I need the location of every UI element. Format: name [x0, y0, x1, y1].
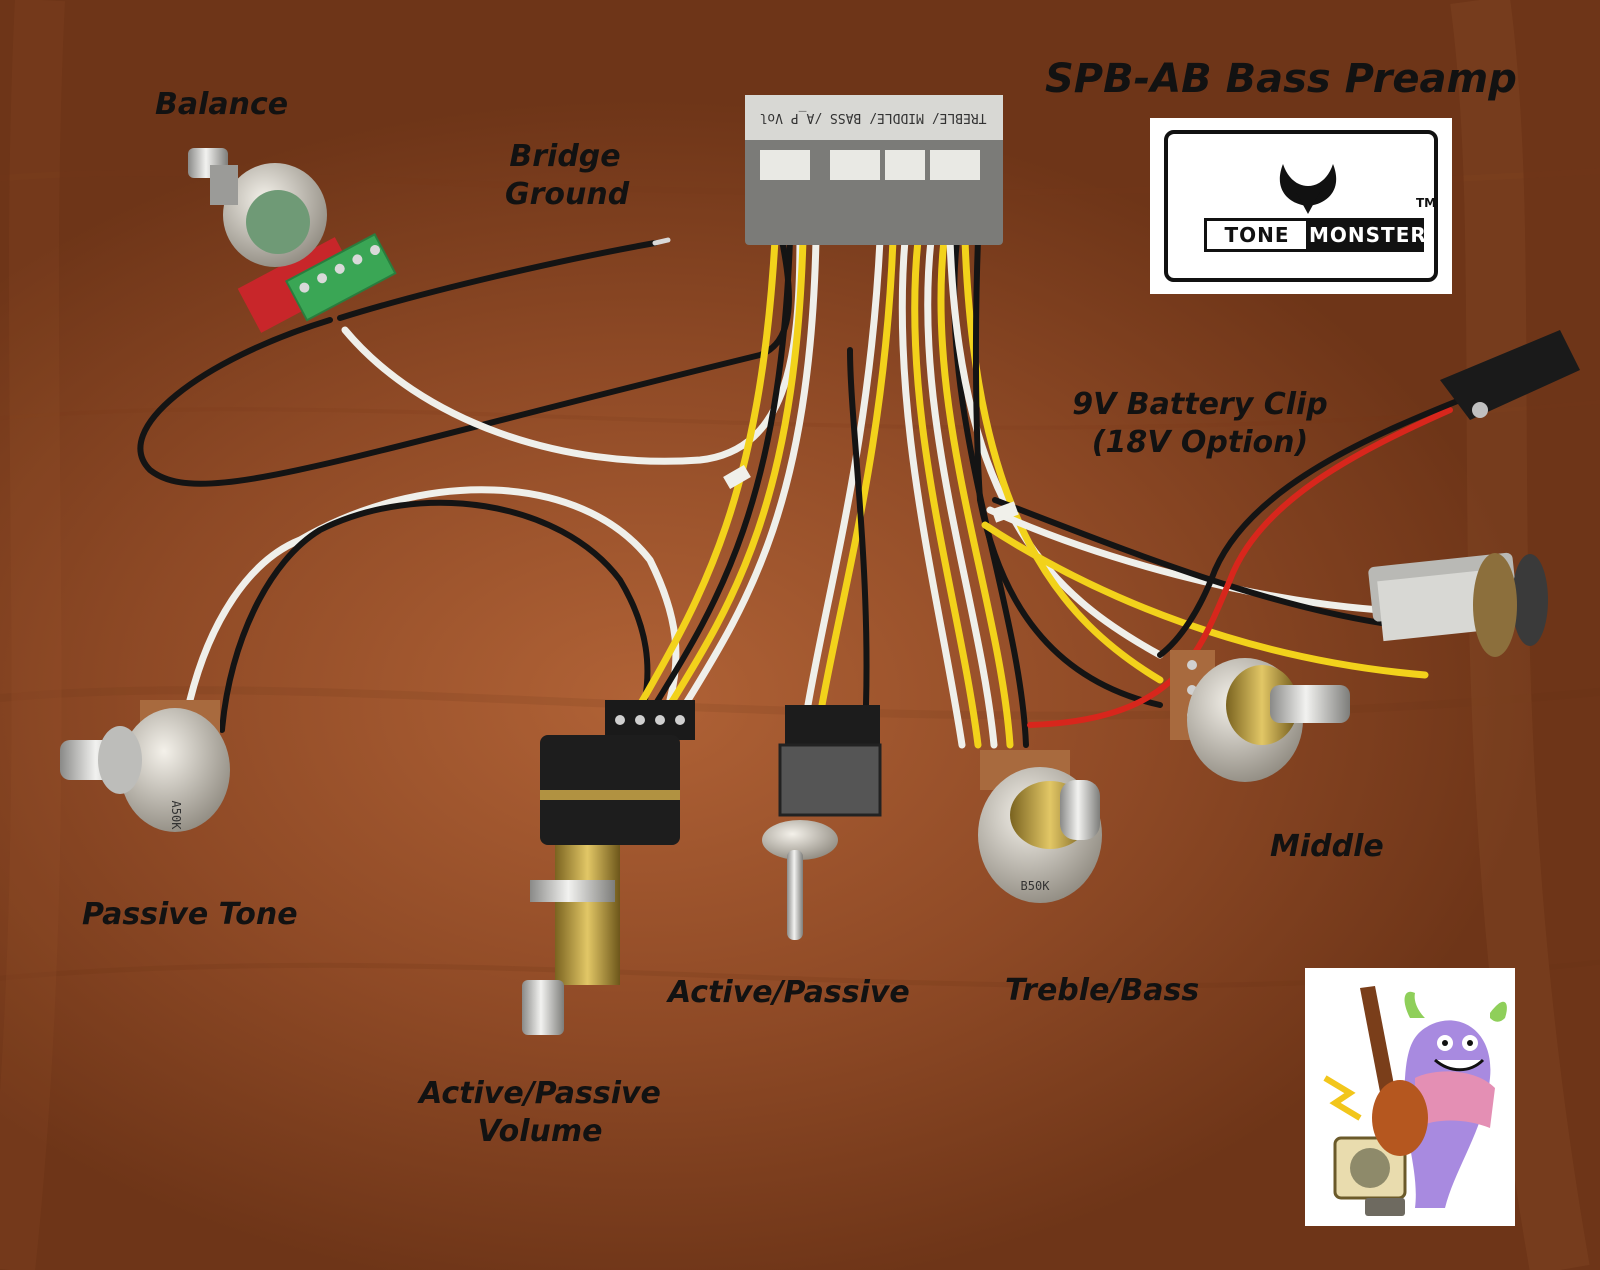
bridge-ground-label-line1: Bridge [509, 139, 621, 174]
volume-label-line1: Active/Passive [419, 1076, 661, 1111]
logo-frame: TONE MONSTER TM [1164, 130, 1438, 282]
middle-label: Middle [1270, 829, 1384, 864]
bridge-ground-label-line2: Ground [505, 177, 630, 212]
logo-word-tone: TONE [1204, 218, 1310, 252]
balance-label: Balance [155, 87, 289, 122]
monster-guitarist-icon [1323, 986, 1507, 1216]
treble-bass-pot: B50K [978, 750, 1102, 903]
battery-clip-label-line2: (18V Option) [1091, 425, 1309, 460]
passive-tone-pot-marking: A50K [169, 801, 183, 831]
battery-clip [1440, 330, 1580, 420]
volume-pot [522, 700, 695, 1035]
middle-pot [1170, 650, 1350, 782]
page-title: SPB-AB Bass Preamp [1045, 56, 1517, 102]
module-printed-text: TREBLE/ MIDDLE/ BASS /A_P Vol [760, 110, 987, 125]
wire-harness [137, 227, 1463, 749]
balance-pot [188, 148, 397, 333]
bridge-ground-label: Bridge Ground [505, 138, 630, 214]
volume-label: Active/Passive Volume [405, 1075, 675, 1151]
volume-label-line2: Volume [477, 1114, 603, 1149]
battery-clip-label: 9V Battery Clip (18V Option) [1065, 386, 1335, 462]
battery-clip-label-line1: 9V Battery Clip [1072, 387, 1328, 422]
monster-mascot-card [1305, 968, 1515, 1226]
treble-bass-label: Treble/Bass [1005, 973, 1200, 1008]
toggle-switch [762, 705, 882, 940]
active-passive-switch-label: Active/Passive [668, 975, 910, 1010]
passive-tone-label: Passive Tone [82, 897, 298, 932]
preamp-module: TREBLE/ MIDDLE/ BASS /A_P Vol [745, 95, 1003, 245]
trademark-symbol: TM [1416, 196, 1437, 210]
logo-word-monster: MONSTER [1306, 218, 1426, 252]
passive-tone-pot: A50K [60, 700, 230, 832]
treble-bass-pot-marking: B50K [1021, 879, 1051, 893]
output-jack [1368, 552, 1548, 657]
tone-monster-logo: TONE MONSTER TM [1150, 118, 1452, 294]
bull-horns-icon [1279, 164, 1337, 214]
